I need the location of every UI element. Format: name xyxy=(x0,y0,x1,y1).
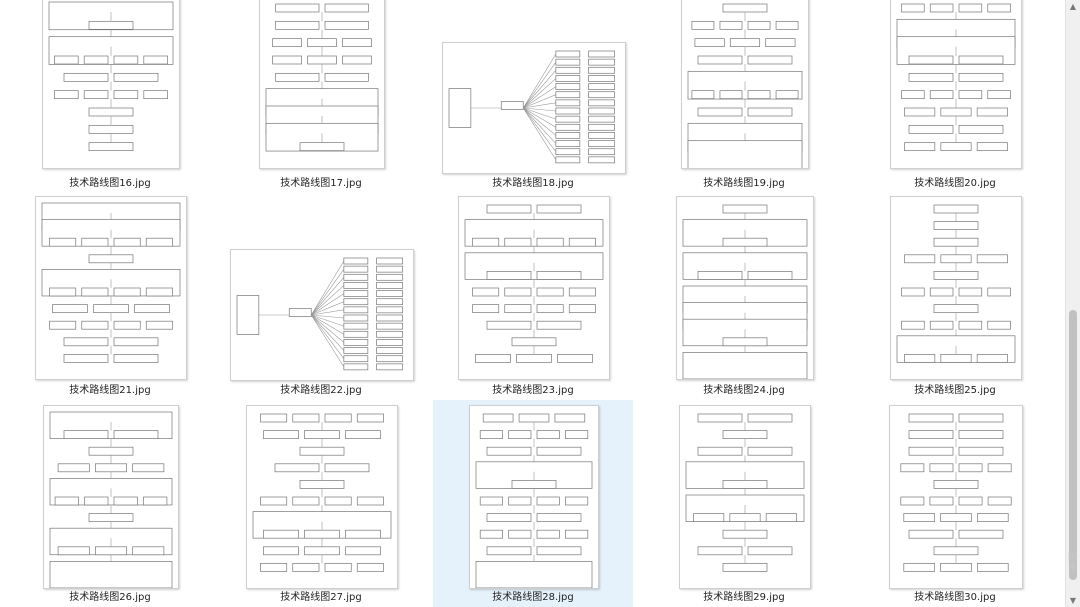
file-name-label: 技术路线图28.jpg xyxy=(492,592,574,603)
file-tile[interactable]: 技术路线图19.jpg xyxy=(644,0,844,192)
flowchart-thumbnail[interactable] xyxy=(42,0,180,169)
diagram-preview xyxy=(682,204,808,379)
diagram-preview xyxy=(49,411,173,588)
flowchart-thumbnail[interactable] xyxy=(35,196,187,380)
diagram-preview xyxy=(41,202,181,363)
file-name-label: 技术路线图29.jpg xyxy=(703,592,785,603)
file-name-label: 技术路线图21.jpg xyxy=(69,385,151,396)
file-name-label: 技术路线图27.jpg xyxy=(280,592,362,603)
diagram-preview xyxy=(685,413,805,572)
mindmap-thumbnail[interactable] xyxy=(230,249,414,381)
file-name-label: 技术路线图26.jpg xyxy=(69,592,151,603)
file-name-label: 技术路线图16.jpg xyxy=(69,178,151,189)
diagram-preview xyxy=(687,3,803,168)
file-tile[interactable]: 技术路线图24.jpg xyxy=(644,192,844,398)
flowchart-thumbnail[interactable] xyxy=(889,405,1023,589)
diagram-preview xyxy=(448,50,615,164)
file-tile[interactable]: 技术路线图21.jpg xyxy=(10,192,210,398)
file-tile[interactable]: 技术路线图22.jpg xyxy=(221,192,421,398)
file-name-label: 技术路线图24.jpg xyxy=(703,385,785,396)
file-tile[interactable]: 技术路线图17.jpg xyxy=(221,0,421,192)
flowchart-thumbnail[interactable] xyxy=(676,196,814,380)
flowchart-thumbnail[interactable] xyxy=(679,405,811,589)
file-name-label: 技术路线图25.jpg xyxy=(914,385,996,396)
flowchart-thumbnail[interactable] xyxy=(458,196,610,380)
file-tile[interactable]: 技术路线图27.jpg xyxy=(221,400,421,607)
diagram-preview xyxy=(265,3,379,152)
file-name-label: 技术路线图20.jpg xyxy=(914,178,996,189)
vertical-scrollbar[interactable]: ▲ ▼ xyxy=(1065,0,1080,607)
file-tile[interactable]: 技术路线图25.jpg xyxy=(855,192,1055,398)
file-tile[interactable]: 技术路线图23.jpg xyxy=(433,192,633,398)
file-name-label: 技术路线图17.jpg xyxy=(280,178,362,189)
file-tile[interactable]: 技术路线图20.jpg xyxy=(855,0,1055,192)
chevron-down-icon[interactable]: ▼ xyxy=(1069,596,1077,605)
file-tile[interactable]: 技术路线图16.jpg xyxy=(10,0,210,192)
file-name-label: 技术路线图30.jpg xyxy=(914,592,996,603)
file-tile[interactable]: 技术路线图18.jpg xyxy=(433,0,633,192)
diagram-preview xyxy=(48,1,174,152)
mindmap-thumbnail[interactable] xyxy=(442,42,626,174)
file-tile[interactable]: 技术路线图29.jpg xyxy=(644,400,844,607)
flowchart-thumbnail[interactable] xyxy=(890,196,1022,380)
diagram-preview xyxy=(464,204,604,363)
file-tile[interactable]: 技术路线图26.jpg xyxy=(10,400,210,607)
file-tile[interactable]: 技术路线图30.jpg xyxy=(855,400,1055,607)
flowchart-thumbnail[interactable] xyxy=(469,405,599,589)
flowchart-thumbnail[interactable] xyxy=(246,405,398,589)
file-tile[interactable]: 技术路线图28.jpg xyxy=(433,400,633,607)
diagram-preview xyxy=(900,413,1012,572)
file-name-label: 技术路线图23.jpg xyxy=(492,385,574,396)
file-name-label: 技术路线图19.jpg xyxy=(703,178,785,189)
diagram-preview xyxy=(896,204,1016,363)
diagram-preview xyxy=(252,413,392,572)
flowchart-thumbnail[interactable] xyxy=(681,0,809,169)
flowchart-thumbnail[interactable] xyxy=(259,0,385,169)
diagram-preview xyxy=(475,413,593,588)
chevron-up-icon[interactable]: ▲ xyxy=(1069,2,1077,11)
file-name-label: 技术路线图22.jpg xyxy=(280,385,362,396)
watermark: 阿宝 xyxy=(1066,552,1076,572)
flowchart-thumbnail[interactable] xyxy=(43,405,179,589)
flowchart-thumbnail[interactable] xyxy=(890,0,1022,169)
diagram-preview xyxy=(896,3,1016,152)
diagram-preview xyxy=(236,257,403,371)
scrollbar-thumb[interactable] xyxy=(1069,310,1077,580)
file-name-label: 技术路线图18.jpg xyxy=(492,178,574,189)
